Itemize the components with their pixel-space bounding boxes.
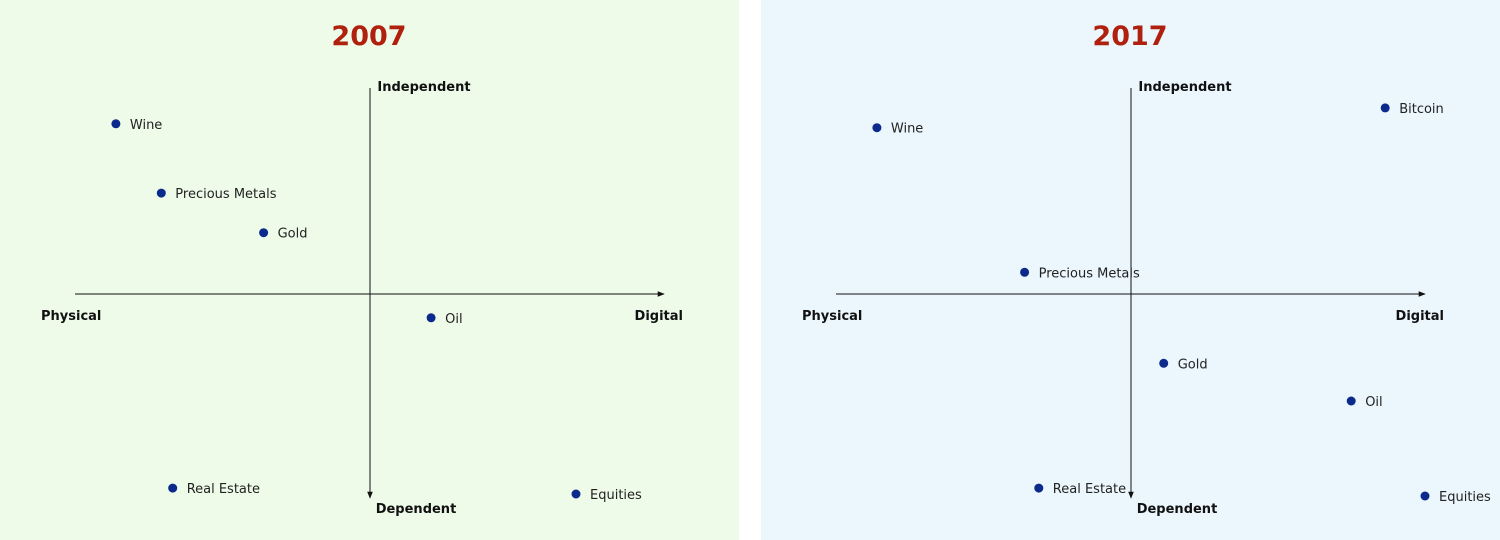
data-point-precious-metals: Precious Metals	[1020, 266, 1140, 281]
point-marker	[1380, 103, 1390, 113]
point-marker	[111, 119, 121, 129]
point-label: Real Estate	[1053, 482, 1126, 497]
point-label: Wine	[130, 118, 162, 133]
point-label: Wine	[891, 122, 923, 137]
point-marker	[1346, 396, 1356, 406]
data-point-oil: Oil	[1346, 395, 1383, 410]
chart-panel-2017: 2017 Independent Dependent Physical Digi…	[761, 0, 1500, 540]
data-point-wine: Wine	[111, 118, 162, 133]
axis-label-left: Physical	[802, 309, 862, 324]
point-label: Oil	[1365, 395, 1382, 410]
axes	[836, 88, 1426, 499]
point-marker	[1420, 491, 1430, 501]
point-marker	[872, 123, 882, 133]
point-marker	[1159, 358, 1169, 368]
data-point-precious-metals: Precious Metals	[156, 187, 277, 202]
axis-label-right: Digital	[1396, 309, 1444, 324]
axis-label-right: Digital	[635, 309, 683, 324]
chart-title: 2017	[1092, 21, 1167, 52]
point-label: Equities	[1439, 490, 1491, 505]
data-point-equities: Equities	[571, 488, 642, 503]
point-marker	[259, 228, 269, 238]
quadrant-chart-2017: 2017 Independent Dependent Physical Digi…	[761, 0, 1500, 540]
axis-label-top: Independent	[377, 80, 470, 95]
point-marker	[426, 313, 436, 323]
data-point-bitcoin: Bitcoin	[1380, 102, 1444, 117]
point-label: Real Estate	[187, 482, 260, 497]
data-point-wine: Wine	[872, 122, 923, 137]
data-point-oil: Oil	[426, 312, 463, 327]
data-point-real-estate: Real Estate	[168, 482, 260, 497]
point-label: Precious Metals	[175, 187, 276, 202]
point-label: Gold	[278, 227, 308, 242]
quadrant-chart-2007: 2007 Independent Dependent Physical Digi…	[0, 0, 739, 540]
data-point-gold: Gold	[1159, 357, 1208, 372]
point-label: Gold	[1178, 357, 1208, 372]
point-label: Bitcoin	[1399, 102, 1444, 117]
axis-label-bottom: Dependent	[1137, 502, 1218, 517]
point-label: Equities	[590, 488, 642, 503]
point-marker	[571, 489, 581, 499]
data-point-equities: Equities	[1420, 490, 1491, 505]
axis-label-top: Independent	[1138, 80, 1231, 95]
point-marker	[168, 483, 178, 493]
chart-panel-2007: 2007 Independent Dependent Physical Digi…	[0, 0, 739, 540]
point-marker	[1034, 483, 1044, 493]
axes	[75, 88, 665, 499]
point-label: Oil	[445, 312, 462, 327]
point-marker	[156, 188, 166, 198]
point-marker	[1020, 267, 1030, 277]
point-label: Precious Metals	[1039, 266, 1140, 281]
data-point-real-estate: Real Estate	[1034, 482, 1126, 497]
axis-label-bottom: Dependent	[376, 502, 457, 517]
axis-label-left: Physical	[41, 309, 101, 324]
data-point-gold: Gold	[259, 227, 308, 242]
chart-title: 2007	[331, 21, 406, 52]
